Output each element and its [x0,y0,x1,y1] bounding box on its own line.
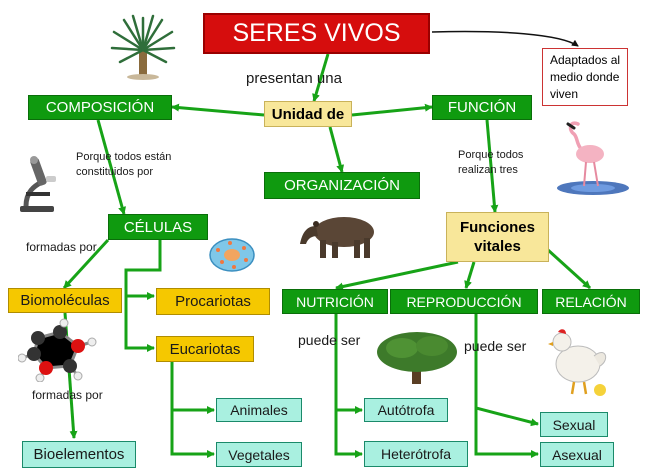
sexual-node: Sexual [540,412,608,437]
adaptation-note: Adaptados al medio donde viven [542,48,628,106]
bioelementos-node: Bioelementos [22,441,136,468]
arrow-to-unidad [312,53,330,102]
link-label-puede-ser-1: puede ser [298,332,361,348]
biomoleculas-node: Biomoléculas [8,288,122,313]
asexual-node: Asexual [540,442,614,467]
arrow-to-reproduccion [464,261,476,289]
autotrofa-node: Autótrofa [364,398,448,422]
arrow-to-nutricion [335,260,459,291]
heterotrofa-node: Heterótrofa [364,441,468,467]
celulas-node: CÉLULAS [108,214,208,240]
arrow-to-asexual [474,408,539,458]
link-label-puede-ser-2: puede ser [464,338,527,354]
molecule-icon [18,318,97,382]
procariotas-node: Procariotas [156,288,270,315]
arrow-to-funcion [351,103,433,117]
link-label-formadas-por-1: formadas por [26,240,97,254]
title-node: SERES VIVOS [203,13,430,54]
funciones-vitales-node: Funciones vitales [446,212,549,262]
arrow-to-funciones-vitales [485,119,499,213]
reproduccion-node: REPRODUCCIÓN [390,289,538,314]
flamingo-icon [557,121,629,195]
eucariotas-node: Eucariotas [156,336,254,362]
arrow-to-celulas [96,119,126,215]
microscope-icon [20,156,56,212]
animales-node: Animales [216,398,302,422]
relacion-node: RELACIÓN [542,289,640,314]
palm-tree-icon [110,14,176,80]
funcion-node: FUNCIÓN [432,95,532,120]
arrow-to-procariotas [124,240,162,300]
hen-icon [548,329,607,396]
nutricion-node: NUTRICIÓN [282,289,388,314]
cell-icon [209,238,255,272]
vegetales-node: Vegetales [216,442,302,467]
link-label-formadas-por-2: formadas por [32,388,103,402]
arrow-to-heterotrofa [334,410,363,458]
arrow-to-organizacion [328,126,345,173]
arrow-to-note [431,30,579,47]
arrow-to-biomoleculas [62,238,110,290]
arrow-to-relacion [546,248,592,290]
arrow-to-composicion [171,103,265,117]
link-label-presentan: presentan una [246,70,342,87]
link-label-porque-constituidos: Porque todos están constituidos por [76,151,172,178]
organizacion-node: ORGANIZACIÓN [264,172,420,199]
arrow-to-autotrofa [334,314,363,414]
arrow-to-sexual [474,314,539,427]
link-label-porque-realizan: Porque todos realizan tres [458,149,524,176]
arrow-to-vegetales [170,410,215,458]
arrow-to-eucariotas [124,296,155,352]
tree-icon [377,332,457,384]
tapir-icon [300,217,374,258]
composicion-node: COMPOSICIÓN [28,95,172,120]
unidad-node: Unidad de [264,101,352,127]
arrow-to-animales [170,362,215,414]
